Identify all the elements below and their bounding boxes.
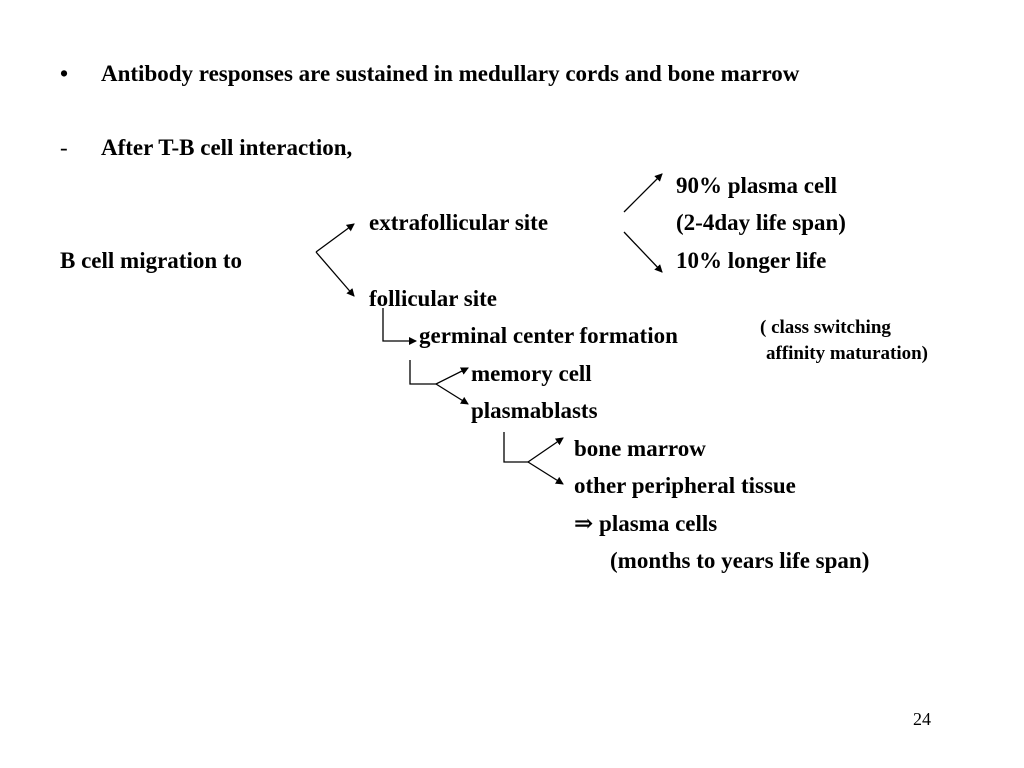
extrafollicular-label: extrafollicular site [369, 210, 549, 235]
bullet-symbol: • [60, 61, 69, 86]
plasma-90-label: 90% plasma cell [676, 173, 837, 198]
plasma-cells-label: ⇒ plasma cells [574, 511, 718, 536]
life-span-long-label: (months to years life span) [610, 548, 870, 573]
migration-label: B cell migration to [60, 248, 243, 273]
arrow-to-extrafollicular [315, 223, 355, 253]
affinity-maturation-note: affinity maturation) [766, 343, 929, 364]
class-switching-note: ( class switching [760, 317, 891, 338]
bullet-text: Antibody responses are sustained in medu… [101, 61, 800, 86]
bone-marrow-label: bone marrow [574, 436, 706, 461]
peripheral-tissue-label: other peripheral tissue [574, 473, 796, 498]
plasmablasts-label: plasmablasts [471, 398, 598, 423]
arrow-to-plasma-90 [623, 173, 663, 213]
page-number: 24 [913, 709, 931, 729]
life-span-short-label: (2-4day life span) [676, 210, 846, 235]
arrow-to-memory-cell [435, 367, 469, 385]
connector-germinal [409, 360, 436, 385]
connector-plasmablasts [503, 432, 528, 463]
dash-text: After T-B cell interaction, [101, 135, 353, 160]
follicular-label: follicular site [369, 286, 497, 311]
arrow-to-bone-marrow [527, 437, 564, 463]
arrow-to-germinal-center [382, 308, 417, 345]
memory-cell-label: memory cell [471, 361, 592, 386]
longer-life-label: 10% longer life [676, 248, 827, 273]
germinal-center-label: germinal center formation [419, 323, 678, 348]
arrow-to-peripheral [527, 461, 564, 485]
arrow-to-follicular [315, 251, 355, 297]
arrow-to-longer-life [623, 231, 663, 273]
arrow-to-plasmablasts [435, 383, 469, 405]
dash-symbol: - [60, 135, 68, 160]
